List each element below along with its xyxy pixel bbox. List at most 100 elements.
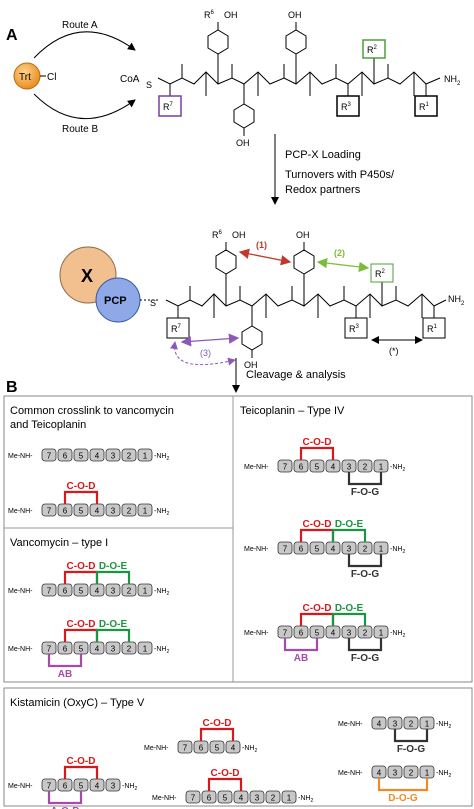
- c-terminus-label: -NH2: [390, 630, 405, 639]
- residue-label: 3: [111, 645, 116, 654]
- s-label: S: [150, 298, 156, 308]
- residue-label: 5: [79, 452, 84, 461]
- residue-label: 6: [63, 507, 68, 516]
- residue-label: 6: [63, 452, 68, 461]
- residue-label: 1: [143, 452, 148, 461]
- c-terminus-label: -NH2: [390, 546, 405, 555]
- fog-label: F-O-G: [351, 569, 380, 580]
- residue-box: [105, 503, 121, 517]
- cod-bracket: [299, 612, 335, 626]
- residue-box: [217, 790, 233, 804]
- cod-bracket: [207, 777, 243, 791]
- residue-label: 3: [347, 545, 352, 554]
- residue-box: [265, 790, 281, 804]
- residue-box: [177, 740, 193, 754]
- residue-label: 3: [347, 629, 352, 638]
- doe-bracket: [95, 628, 131, 642]
- crosslink-3-label: (3): [200, 348, 211, 358]
- residue-box: [73, 583, 89, 597]
- cod-label: C-O-D: [67, 756, 96, 767]
- residue-label: 3: [111, 587, 116, 596]
- trt-cl-reagent: Trt Cl: [13, 62, 56, 90]
- residue-label: 6: [299, 629, 304, 638]
- panel-b-frame: [3, 395, 473, 683]
- n-terminus-label: Me-NH-: [144, 745, 169, 752]
- crosslink-2-arrow: [316, 257, 370, 273]
- residue-box: [121, 503, 137, 517]
- r2-label: R2: [367, 45, 378, 55]
- residue-label: 3: [111, 507, 116, 516]
- residue-box: [73, 448, 89, 462]
- residue-label: 4: [377, 769, 382, 778]
- cod-bracket: [63, 570, 99, 584]
- doe-bracket: [331, 528, 367, 542]
- crosslink-1-label: (1): [256, 240, 267, 250]
- r2-box: [362, 39, 386, 59]
- cl-label: Cl: [47, 72, 56, 83]
- residue-label: 2: [409, 769, 414, 778]
- residue-label: 7: [191, 794, 196, 803]
- coa-peptide-structure: [157, 22, 441, 136]
- cod-label: C-O-D: [67, 619, 96, 630]
- r6-label: R6: [212, 230, 223, 240]
- n-terminus-label: Me-NH-: [244, 546, 269, 553]
- residue-box: [309, 459, 325, 473]
- fog-bracket: [347, 554, 383, 568]
- aob-label: A-O-B: [51, 806, 80, 809]
- residue-label: 3: [111, 452, 116, 461]
- residue-label: 3: [255, 794, 260, 803]
- route-b-label: Route B: [62, 124, 98, 135]
- residue-box: [277, 459, 293, 473]
- residue-label: 1: [143, 507, 148, 516]
- r2-label: R2: [375, 269, 386, 279]
- residue-label: 3: [111, 782, 116, 791]
- residue-label: 7: [47, 782, 52, 791]
- doe-label: D-O-E: [99, 619, 128, 630]
- residue-label: 7: [183, 744, 188, 753]
- residue-label: 1: [287, 794, 292, 803]
- residue-box: [41, 583, 57, 597]
- ab-label: AB: [58, 669, 72, 680]
- r7-label: R7: [171, 324, 182, 334]
- oh-label: OH: [224, 10, 238, 20]
- ab-label: AB: [294, 653, 308, 664]
- residue-label: 3: [393, 769, 398, 778]
- oh-label: OH: [232, 230, 246, 240]
- residue-box: [403, 716, 419, 730]
- residue-label: 5: [79, 507, 84, 516]
- residue-label: 1: [143, 645, 148, 654]
- residue-box: [185, 790, 201, 804]
- n-terminus-label: Me-NH-: [8, 508, 33, 515]
- s-label: S: [146, 80, 152, 90]
- r3-box: [336, 95, 360, 117]
- residue-label: 5: [315, 545, 320, 554]
- residue-box: [403, 765, 419, 779]
- residue-label: 4: [95, 452, 100, 461]
- dog-label: D-O-G: [388, 793, 418, 804]
- residue-label: 3: [393, 720, 398, 729]
- residue-label: 1: [425, 769, 430, 778]
- residue-label: 4: [95, 645, 100, 654]
- cod-bracket: [299, 528, 335, 542]
- residue-label: 5: [315, 629, 320, 638]
- residue-label: 4: [331, 629, 336, 638]
- residue-box: [371, 716, 387, 730]
- residue-label: 4: [331, 463, 336, 472]
- c-terminus-label: -NH2: [154, 453, 169, 462]
- r1-box: [414, 95, 438, 117]
- doe-label: D-O-E: [335, 519, 364, 530]
- residue-box: [89, 448, 105, 462]
- aob-bracket: [47, 791, 83, 805]
- fog-label: F-O-G: [351, 653, 380, 664]
- residue-label: 1: [143, 587, 148, 596]
- residue-box: [137, 641, 153, 655]
- r3-box: [344, 317, 368, 339]
- common-title-1: Common crosslink to vancomycin: [10, 405, 174, 417]
- residue-label: 2: [363, 545, 368, 554]
- cod-bracket: [199, 727, 235, 741]
- residue-box: [281, 790, 297, 804]
- residue-label: 7: [283, 629, 288, 638]
- pcp-peptide-structure: [140, 242, 447, 358]
